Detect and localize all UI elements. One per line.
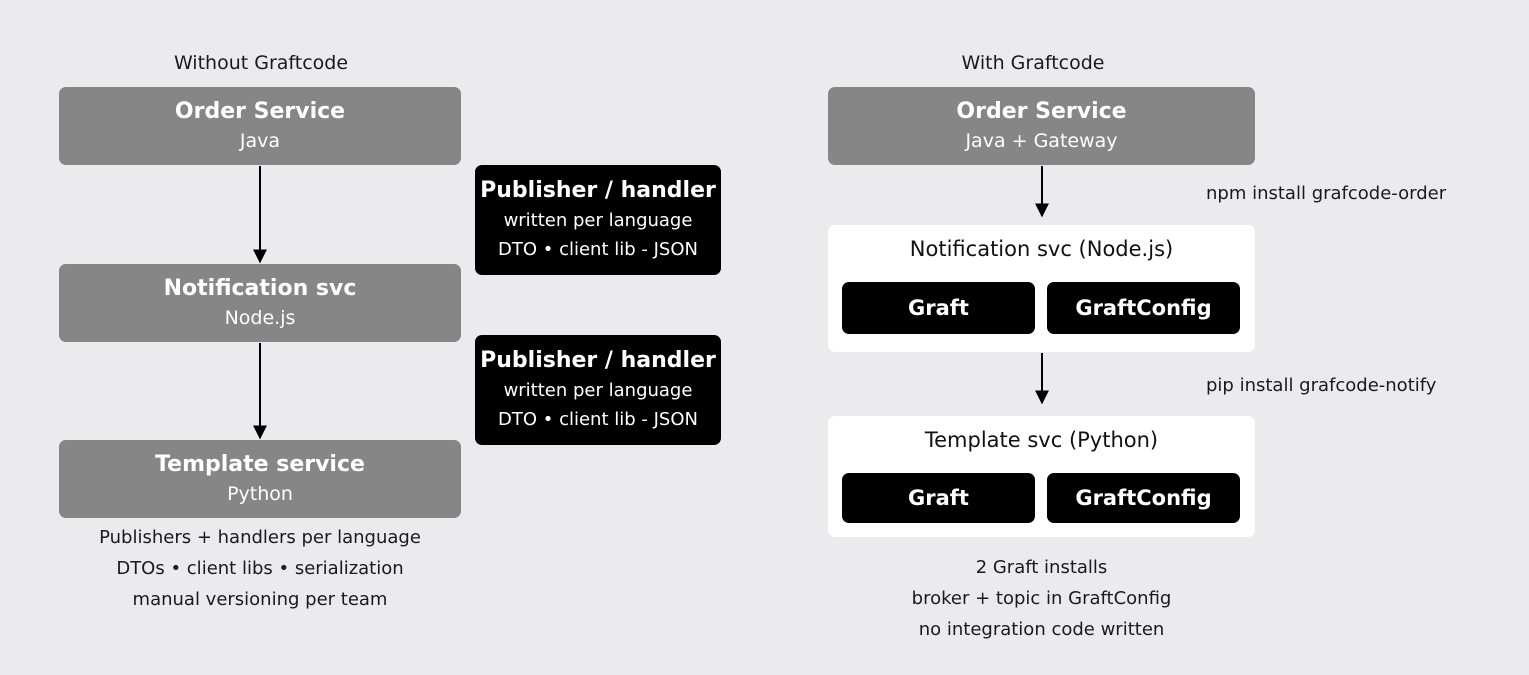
left-note-line: DTOs • client libs • serialization: [116, 558, 404, 579]
order-service-box-left: Order Service Java: [59, 87, 461, 165]
order-service-box-right: Order Service Java + Gateway: [828, 87, 1255, 165]
template-service-title: Template service: [155, 452, 365, 477]
right-note-line: broker + topic in GraftConfig: [911, 588, 1172, 609]
template-svc-title: Template svc (Python): [924, 428, 1159, 452]
callout-line: written per language: [503, 380, 693, 401]
right-note-line: 2 Graft installs: [975, 557, 1108, 578]
notification-svc-title: Notification svc: [163, 276, 357, 301]
order-service-sub: Java + Gateway: [965, 130, 1118, 152]
publisher-handler-callout-1: Publisher / handler written per language…: [475, 165, 721, 275]
pip-install-command: pip install grafcode-notify: [1206, 375, 1437, 396]
graft-chip: Graft: [842, 473, 1035, 523]
callout-title: Publisher / handler: [480, 348, 716, 373]
npm-install-command: npm install grafcode-order: [1206, 183, 1447, 204]
graftconfig-chip: GraftConfig: [1047, 282, 1240, 334]
left-note-line: Publishers + handlers per language: [99, 527, 421, 548]
order-service-title: Order Service: [174, 99, 346, 124]
right-note-line: no integration code written: [918, 619, 1165, 640]
callout-line: DTO • client lib - JSON: [498, 409, 698, 430]
left-notes: Publishers + handlers per language DTOs …: [40, 522, 480, 615]
notification-svc-box-right: Notification svc (Node.js) Graft GraftCo…: [828, 225, 1255, 352]
template-service-box-left: Template service Python: [59, 440, 461, 518]
publisher-handler-callout-2: Publisher / handler written per language…: [475, 335, 721, 445]
right-notes: 2 Graft installs broker + topic in Graft…: [828, 552, 1255, 645]
notification-svc-title: Notification svc (Node.js): [909, 237, 1174, 261]
callout-line: written per language: [503, 210, 693, 231]
notification-svc-box-left: Notification svc Node.js: [59, 264, 461, 342]
order-service-sub: Java: [239, 130, 281, 152]
order-service-title: Order Service: [956, 99, 1127, 124]
graft-chip: Graft: [842, 282, 1035, 334]
template-service-sub: Python: [227, 483, 293, 505]
notification-svc-sub: Node.js: [224, 307, 296, 329]
template-svc-box-right: Template svc (Python) Graft GraftConfig: [828, 416, 1255, 537]
left-note-line: manual versioning per team: [132, 589, 388, 610]
callout-title: Publisher / handler: [480, 178, 716, 203]
right-heading: With Graftcode: [961, 52, 1105, 74]
left-heading: Without Graftcode: [173, 52, 349, 74]
graftconfig-chip: GraftConfig: [1047, 473, 1240, 523]
callout-line: DTO • client lib - JSON: [498, 239, 698, 260]
